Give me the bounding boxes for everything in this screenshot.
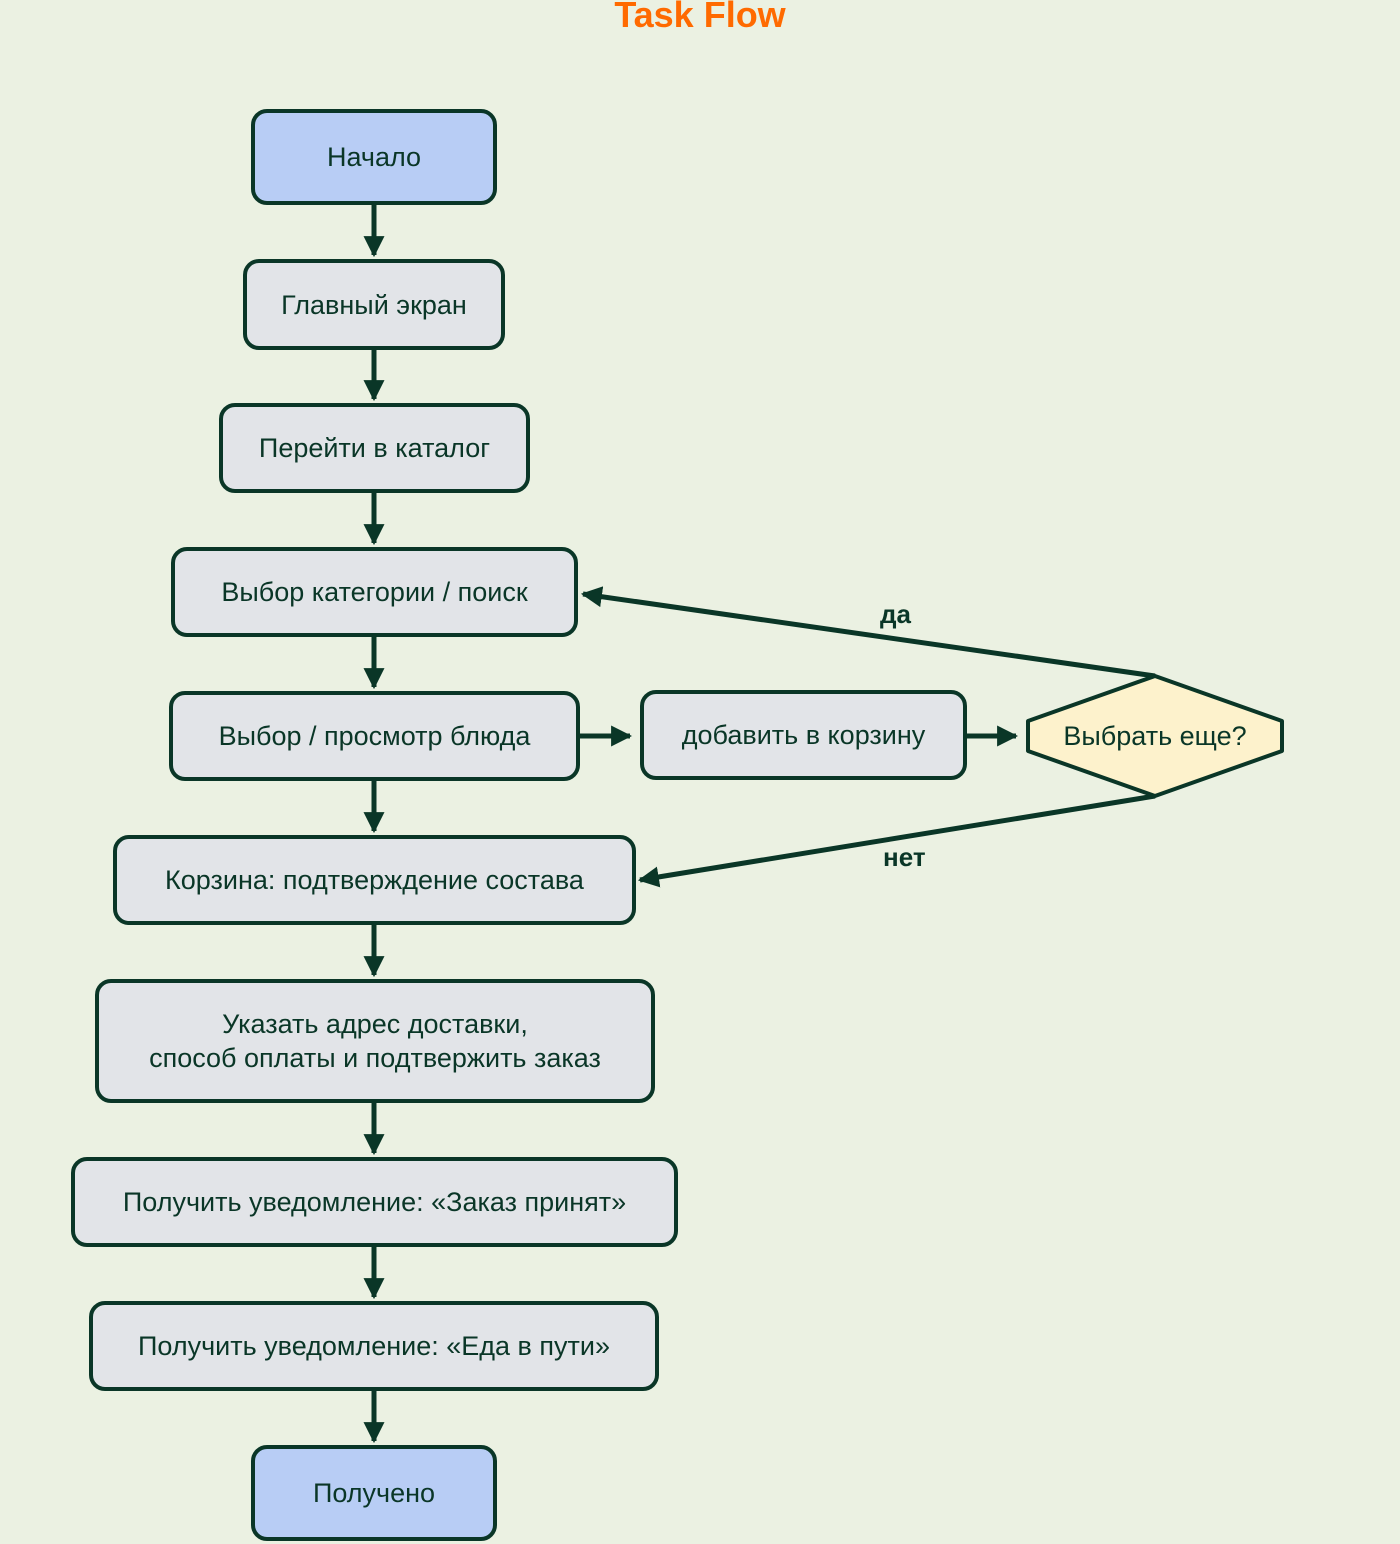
diagram-title: Task Flow: [614, 0, 786, 35]
edge-decision-yes: [580, 586, 1156, 679]
edge-decision-no: [637, 793, 1156, 888]
go-to-catalog-node: Перейти в каталог: [219, 403, 530, 493]
yes-edge-label: да: [880, 599, 911, 629]
cart-confirm-node: Корзина: подтверждение состава: [113, 835, 636, 925]
decision-diamond: [1026, 674, 1284, 798]
start-node: Начало: [251, 109, 497, 205]
notify-on-way-node: Получить уведомление: «Еда в пути»: [89, 1301, 659, 1391]
choose-dish-node: Выбор / просмотр блюда: [169, 691, 580, 781]
no-edge-label: нет: [883, 842, 926, 872]
received-node: Получено: [251, 1445, 497, 1541]
choose-category-node: Выбор категории / поиск: [171, 547, 578, 637]
address-payment-node: Указать адрес доставки, способ оплаты и …: [95, 979, 655, 1103]
home-screen-node: Главный экран: [243, 259, 505, 350]
add-to-cart-node: добавить в корзину: [640, 690, 967, 780]
notify-accepted-node: Получить уведомление: «Заказ принят»: [71, 1157, 678, 1247]
choose-more-decision-label: Выбрать еще?: [1063, 720, 1247, 751]
